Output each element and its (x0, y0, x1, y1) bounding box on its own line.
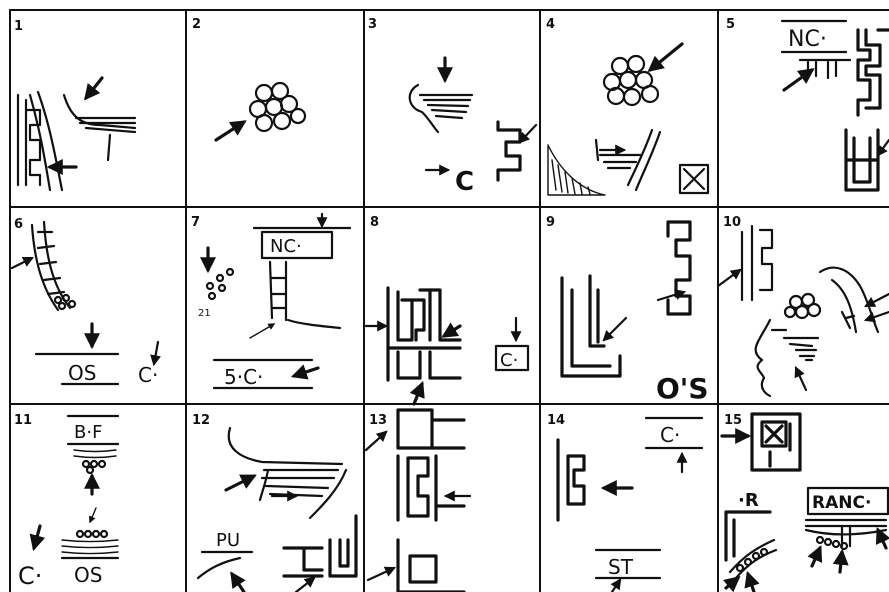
panel-number: 4 (546, 17, 555, 32)
cobble-cluster (785, 294, 820, 318)
label: 5·C· (224, 365, 263, 389)
label: C· (660, 423, 680, 447)
label: OS (74, 563, 102, 587)
label: RANC· (812, 493, 871, 513)
label: B·F (74, 422, 102, 443)
panel-5: 5 NC· (726, 17, 889, 190)
panel-number: 5 (726, 17, 735, 32)
panel-1: 1 (14, 19, 135, 190)
panel-12: 12 PU (192, 413, 356, 592)
label: NC· (270, 236, 302, 257)
label: O'S (656, 372, 709, 405)
cobble-cluster (604, 56, 658, 105)
panel-number: 12 (192, 413, 210, 428)
panel-2: 2 (192, 17, 305, 140)
label: C· (18, 562, 42, 590)
panel-3: 3 C (368, 17, 536, 197)
label: ST (608, 555, 634, 579)
panel-4: 4 (546, 17, 708, 195)
panel-number: 13 (369, 413, 387, 428)
panel-number: 7 (191, 215, 200, 230)
label: OS (68, 361, 96, 385)
panel-13: 13 (366, 410, 470, 592)
panel-15: 15 ·R RANC· (722, 413, 888, 592)
face-profile (756, 320, 818, 396)
panel-11: 11 B·F OS C· (14, 413, 118, 590)
panel-number: 1 (14, 19, 23, 34)
boxed-x (752, 414, 800, 470)
label: C (455, 167, 474, 197)
panel-number: 10 (723, 215, 741, 230)
panel-number: 14 (547, 413, 565, 428)
panel-8: 8 C· (366, 215, 528, 404)
panel-number: 6 (14, 217, 23, 232)
label: NC· (788, 27, 827, 52)
label: C· (138, 363, 158, 387)
small-pebbles (207, 269, 233, 299)
cobble-cluster (250, 83, 305, 131)
panel-number: 8 (370, 215, 379, 230)
label: 21 (198, 308, 211, 319)
panel-number: 9 (546, 215, 555, 230)
panel-6: 6 OS C· (12, 217, 158, 387)
panel-number: 3 (368, 17, 377, 32)
panel-14: 14 C· ST (547, 413, 702, 592)
boxed-x (680, 165, 708, 193)
panel-number: 2 (192, 17, 201, 32)
label: ·R (738, 490, 759, 511)
panel-number: 15 (724, 413, 742, 428)
label: PU (216, 530, 240, 551)
label: C· (500, 350, 518, 371)
panel-7: 7 NC· 21 5·C· (191, 214, 350, 389)
panel-9: 9 O'S (546, 215, 709, 405)
panel-10: 10 (718, 215, 889, 396)
panel-number: 11 (14, 413, 32, 428)
